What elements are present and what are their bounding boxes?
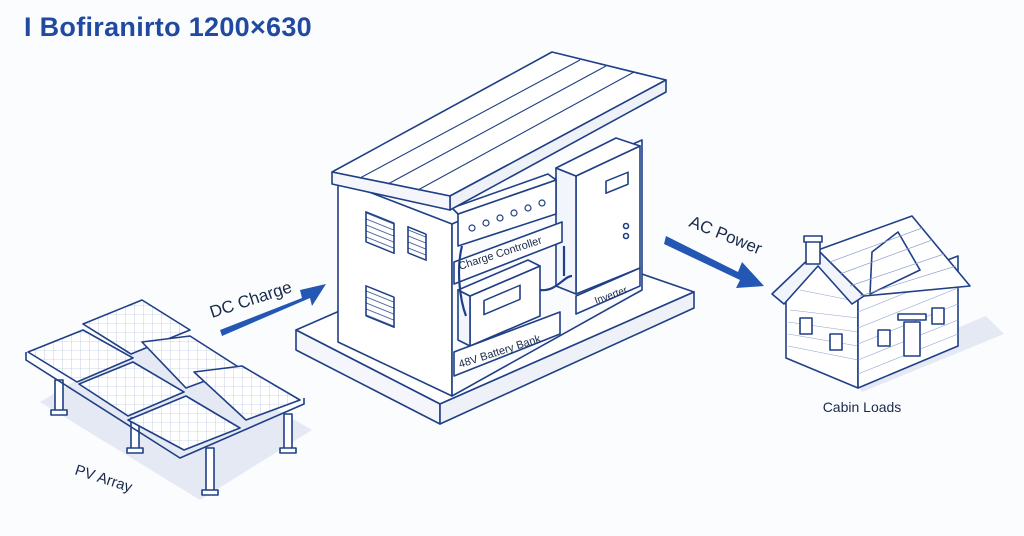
pv-frame	[25, 352, 305, 459]
vent-upper	[365, 211, 395, 255]
house-door	[903, 321, 921, 357]
battery-label-panel	[453, 311, 561, 377]
charge-controller-dials	[468, 199, 546, 232]
inverter-label-panel	[575, 267, 641, 315]
base-platform-side	[439, 291, 695, 425]
house-icon	[771, 215, 1004, 392]
house-window-mid	[829, 333, 843, 351]
vent-mid	[407, 225, 427, 261]
pv-array-legs	[50, 379, 297, 496]
house-window-left	[799, 317, 813, 335]
cable-battery-inverter	[539, 274, 573, 292]
battery-bank-top	[457, 259, 541, 297]
page-title: I Bofiranirto 1200×630	[24, 12, 312, 42]
vent-lower	[365, 285, 395, 329]
cabinet-icon	[295, 51, 695, 425]
inverter-display-icon	[605, 171, 629, 195]
ac-power-arrow-icon	[664, 236, 764, 288]
roof-side-edge	[331, 171, 451, 211]
label-dc-charge: DC Charge	[207, 277, 294, 321]
solar-panel-icon	[27, 299, 301, 451]
house-window-far	[931, 307, 945, 325]
house-dormer	[869, 231, 921, 295]
charge-controller-top	[451, 173, 557, 215]
inverter-unit-top	[555, 137, 641, 177]
label-ac-power: AC Power	[687, 212, 765, 258]
label-pv-array: PV Array	[73, 462, 135, 497]
house-chimney	[805, 239, 821, 265]
roof-seams	[359, 59, 635, 191]
charge-controller-label-panel	[453, 221, 563, 285]
label-cabin-loads: Cabin Loads	[823, 399, 902, 415]
cable-controller-battery	[457, 245, 468, 317]
battery-display-icon	[483, 284, 521, 316]
battery-bank-side	[457, 289, 471, 347]
dc-charge-arrow-icon	[220, 284, 326, 336]
pv-array	[25, 299, 312, 500]
house-window-side	[877, 329, 891, 347]
house-roof-lines	[829, 227, 957, 297]
